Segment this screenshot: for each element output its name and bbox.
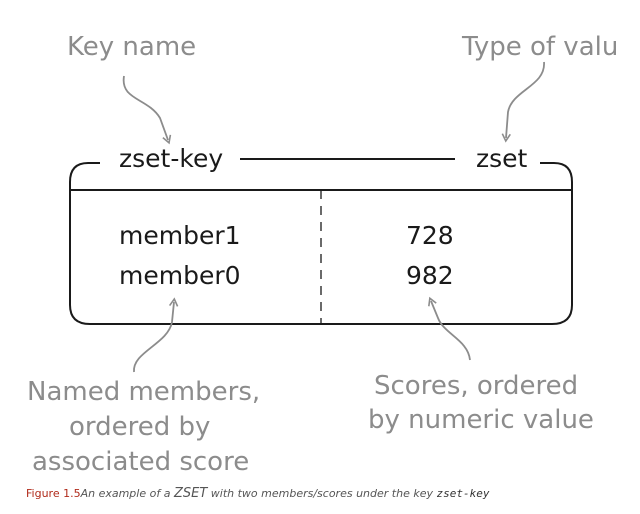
caption-text: An example of a bbox=[80, 487, 174, 500]
scores-annotation-line2: by numeric value bbox=[368, 405, 594, 435]
caption-zset: ZSET bbox=[173, 486, 208, 501]
members-annotation-line1: Named members, bbox=[27, 377, 261, 407]
caption-text2: with two members/scores under the key bbox=[207, 487, 437, 500]
key-name-annotation: Key name bbox=[67, 32, 197, 62]
members-annotation-line3: associated score bbox=[32, 447, 250, 477]
figure-caption: Figure 1.5An example of a ZSET with two … bbox=[26, 486, 489, 501]
figure-number: Figure 1.5 bbox=[26, 487, 81, 500]
box-key-label: zset-key bbox=[119, 144, 224, 173]
caption-key: zset-key bbox=[436, 487, 490, 500]
box-type-label: zset bbox=[476, 144, 528, 173]
members-annotation-line2: ordered by bbox=[69, 412, 211, 442]
scores-annotation-line1: Scores, ordered bbox=[374, 371, 579, 401]
score-cell: 982 bbox=[406, 261, 454, 290]
score-cell: 728 bbox=[406, 221, 454, 250]
type-arrow bbox=[501, 61, 545, 143]
member-cell: member1 bbox=[119, 221, 241, 250]
members-arrow bbox=[133, 297, 179, 373]
scores-arrow bbox=[428, 296, 471, 361]
member-cell: member0 bbox=[119, 261, 241, 290]
key-name-arrow bbox=[122, 75, 172, 145]
type-of-value-annotation: Type of valu bbox=[462, 32, 619, 62]
